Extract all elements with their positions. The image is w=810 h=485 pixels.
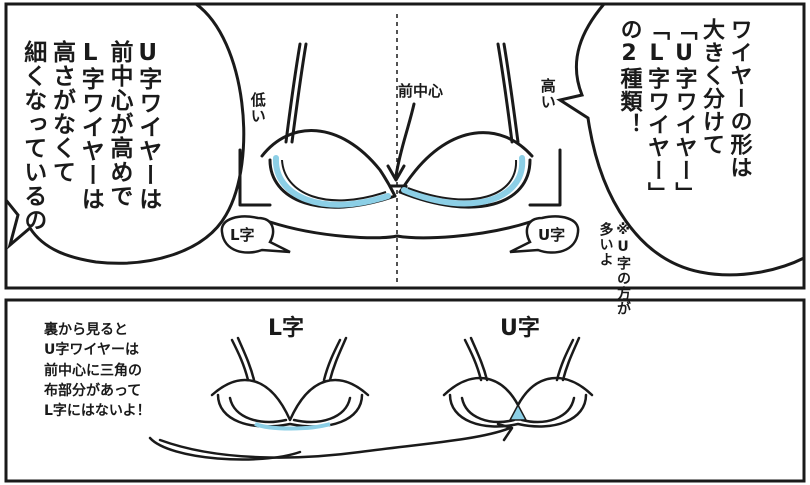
l-bra-back-view (210, 336, 370, 428)
right-bubble-text: ワイヤーの形は 大きく分けて 「U字ワイヤー」 「L字ワイヤー」 の2種類！ (616, 18, 752, 205)
u-tag-label: U字 (538, 226, 566, 244)
l-tag-bubble (220, 215, 291, 254)
u-wire-highlight (401, 155, 526, 207)
left-speech-bubble (4, 2, 246, 265)
bottom-note: 裏から見ると U字ワイヤーは 前中心に三角の 布部分があって L字にはないよ！ (44, 322, 151, 420)
bottom-panel-frame (4, 298, 806, 483)
l-wire-highlight (272, 155, 391, 208)
u-tag-bubble (509, 215, 580, 254)
low-label: 低い (248, 92, 267, 124)
center-arrow (386, 102, 416, 182)
u-title: U字 (500, 316, 540, 341)
u-bra-back-view (442, 336, 594, 428)
right-speech-bubble (556, 2, 806, 277)
left-bubble-text: U字ワイヤーは 前中心が高めで L字ワイヤーは 高さがなくて 細くなっているの (19, 40, 161, 232)
l-tag-label: L字 (230, 226, 255, 244)
center-front-label: 前中心 (398, 82, 444, 100)
right-bubble-footnote: ※U字の方が 多いよ (597, 222, 632, 316)
high-label: 高い (538, 78, 557, 110)
u-center-gore-triangle (508, 403, 528, 421)
front-bra-illustration (238, 42, 562, 240)
l-title: L字 (268, 316, 305, 341)
bottom-arrow (158, 422, 514, 459)
